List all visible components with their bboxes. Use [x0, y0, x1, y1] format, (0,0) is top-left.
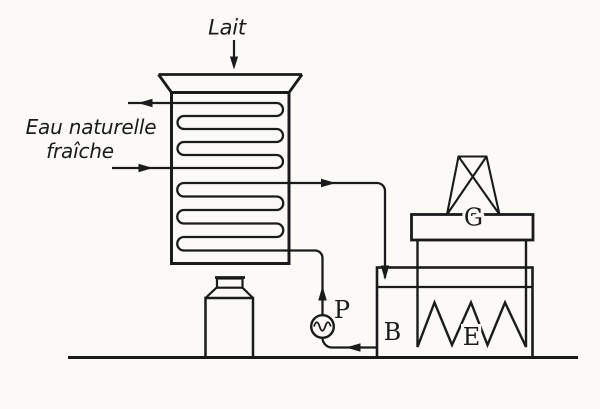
milk-can-lid — [215, 277, 244, 289]
pump-assembly: P — [310, 296, 377, 352]
tank-to-pump-line — [321, 337, 377, 349]
tank-to-pump-arrow-icon — [346, 343, 361, 352]
milk-can-body — [204, 296, 255, 359]
refrigeration-section: G B E — [375, 155, 535, 359]
machine-base — [410, 213, 535, 242]
brine-tank — [375, 266, 534, 359]
evaporator-coil — [416, 240, 528, 349]
evaporator-label: E — [463, 323, 481, 351]
fresh-water-label-line1: Eau naturelle — [26, 115, 157, 139]
pump-riser-arrow-icon — [318, 286, 327, 301]
cooler-hopper — [157, 73, 304, 94]
flow-right-arrow-icon — [321, 178, 336, 188]
fresh-water-label: Eau naturelle fraîche — [26, 115, 157, 163]
water-outlet-arrow-icon — [138, 98, 153, 108]
upper-coil-fresh-water — [112, 101, 285, 170]
coil-to-tank-line — [376, 181, 387, 278]
water-inlet-arrow-icon — [138, 163, 153, 173]
coil-to-tank-pipe — [321, 178, 390, 280]
milk-arrow-icon — [229, 56, 239, 70]
cooler-section — [112, 73, 377, 315]
drive-tower-icon — [445, 155, 501, 216]
lower-coil-brine — [176, 181, 377, 315]
fresh-water-label-line2: fraîche — [46, 139, 114, 163]
brine-tank-label: B — [384, 318, 402, 346]
tank-inlet-arrow-icon — [380, 265, 390, 280]
pump-impeller-wave-icon — [313, 321, 332, 332]
milk-inlet: Lait — [208, 16, 247, 70]
pump-label: P — [334, 296, 350, 324]
milk-can — [204, 276, 255, 359]
cooler-body — [170, 91, 291, 265]
milk-label: Lait — [208, 16, 247, 40]
refrigeration-unit-label: G — [464, 204, 483, 232]
milk-can-shoulder — [204, 286, 254, 299]
